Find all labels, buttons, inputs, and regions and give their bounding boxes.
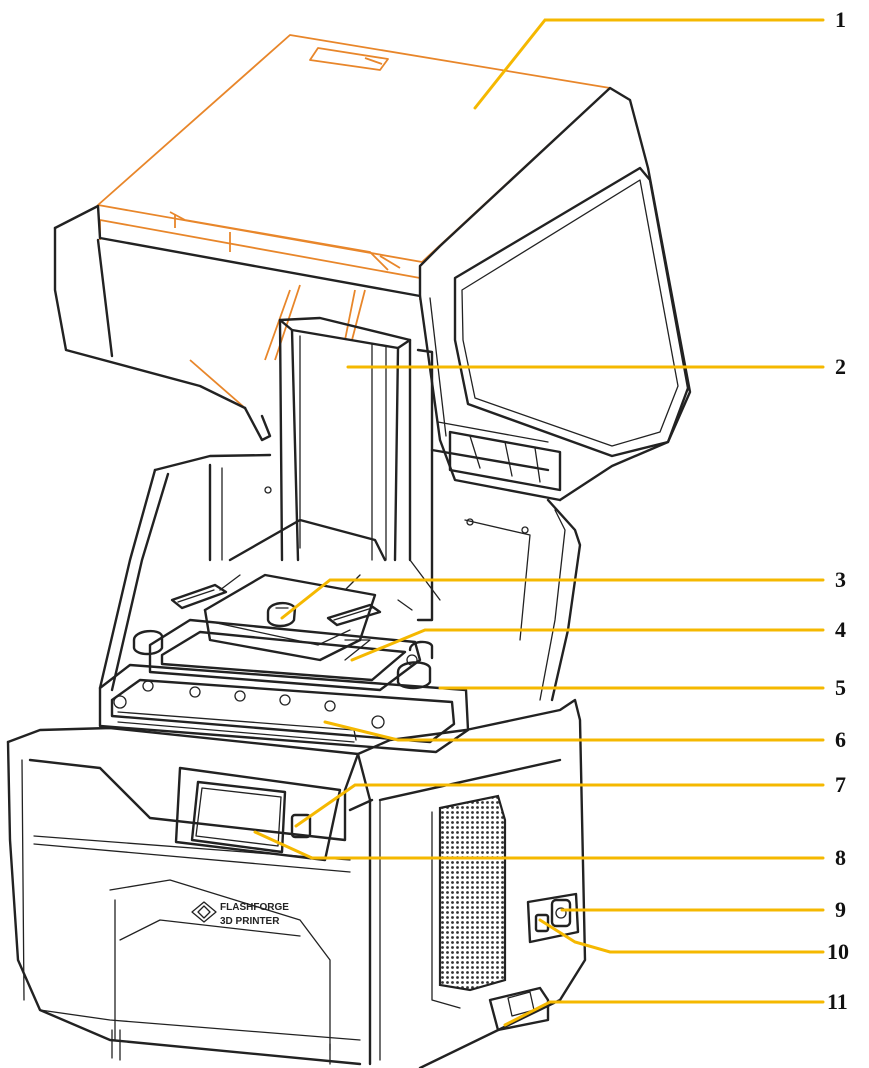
ports-panel <box>526 892 580 944</box>
leader-line-3 <box>280 578 825 620</box>
printer-body-upper <box>98 448 582 702</box>
callout-9: 9 <box>835 897 846 922</box>
printer-body-lower <box>6 698 587 1068</box>
resin-vat <box>132 618 434 692</box>
power-button[interactable] <box>290 813 312 839</box>
usb-port[interactable] <box>550 898 572 928</box>
leader-lines <box>253 18 825 1027</box>
touch-screen[interactable] <box>190 780 287 854</box>
callout-3: 3 <box>835 567 846 592</box>
brand-logo: FLASHFORGE 3D PRINTER <box>191 901 289 927</box>
control-panel <box>174 766 342 862</box>
callout-numbers: 1 2 3 4 5 6 7 8 9 10 11 <box>827 7 849 1014</box>
side-vent <box>431 794 507 1009</box>
leader-line-1 <box>473 18 825 110</box>
logo-text-line-1: FLASHFORGE <box>220 902 289 913</box>
leader-line-10 <box>538 918 825 954</box>
leader-line-11 <box>503 1000 825 1027</box>
z-axis-column <box>278 316 434 622</box>
callout-4: 4 <box>835 617 846 642</box>
callout-7: 7 <box>835 772 846 797</box>
logo-text-line-2: 3D PRINTER <box>220 916 280 927</box>
callout-10: 10 <box>827 939 849 964</box>
callout-5: 5 <box>835 675 846 700</box>
callout-1: 1 <box>835 7 846 32</box>
callout-6: 6 <box>835 727 846 752</box>
leader-line-7 <box>294 783 825 828</box>
build-platform <box>170 518 387 662</box>
printer-cover <box>53 34 692 502</box>
leader-line-8 <box>253 830 825 860</box>
leader-line-4 <box>350 628 825 662</box>
callout-2: 2 <box>835 354 846 379</box>
leader-line-6 <box>323 720 825 742</box>
callout-8: 8 <box>835 845 846 870</box>
power-port[interactable] <box>534 913 550 933</box>
callout-11: 11 <box>827 989 848 1014</box>
